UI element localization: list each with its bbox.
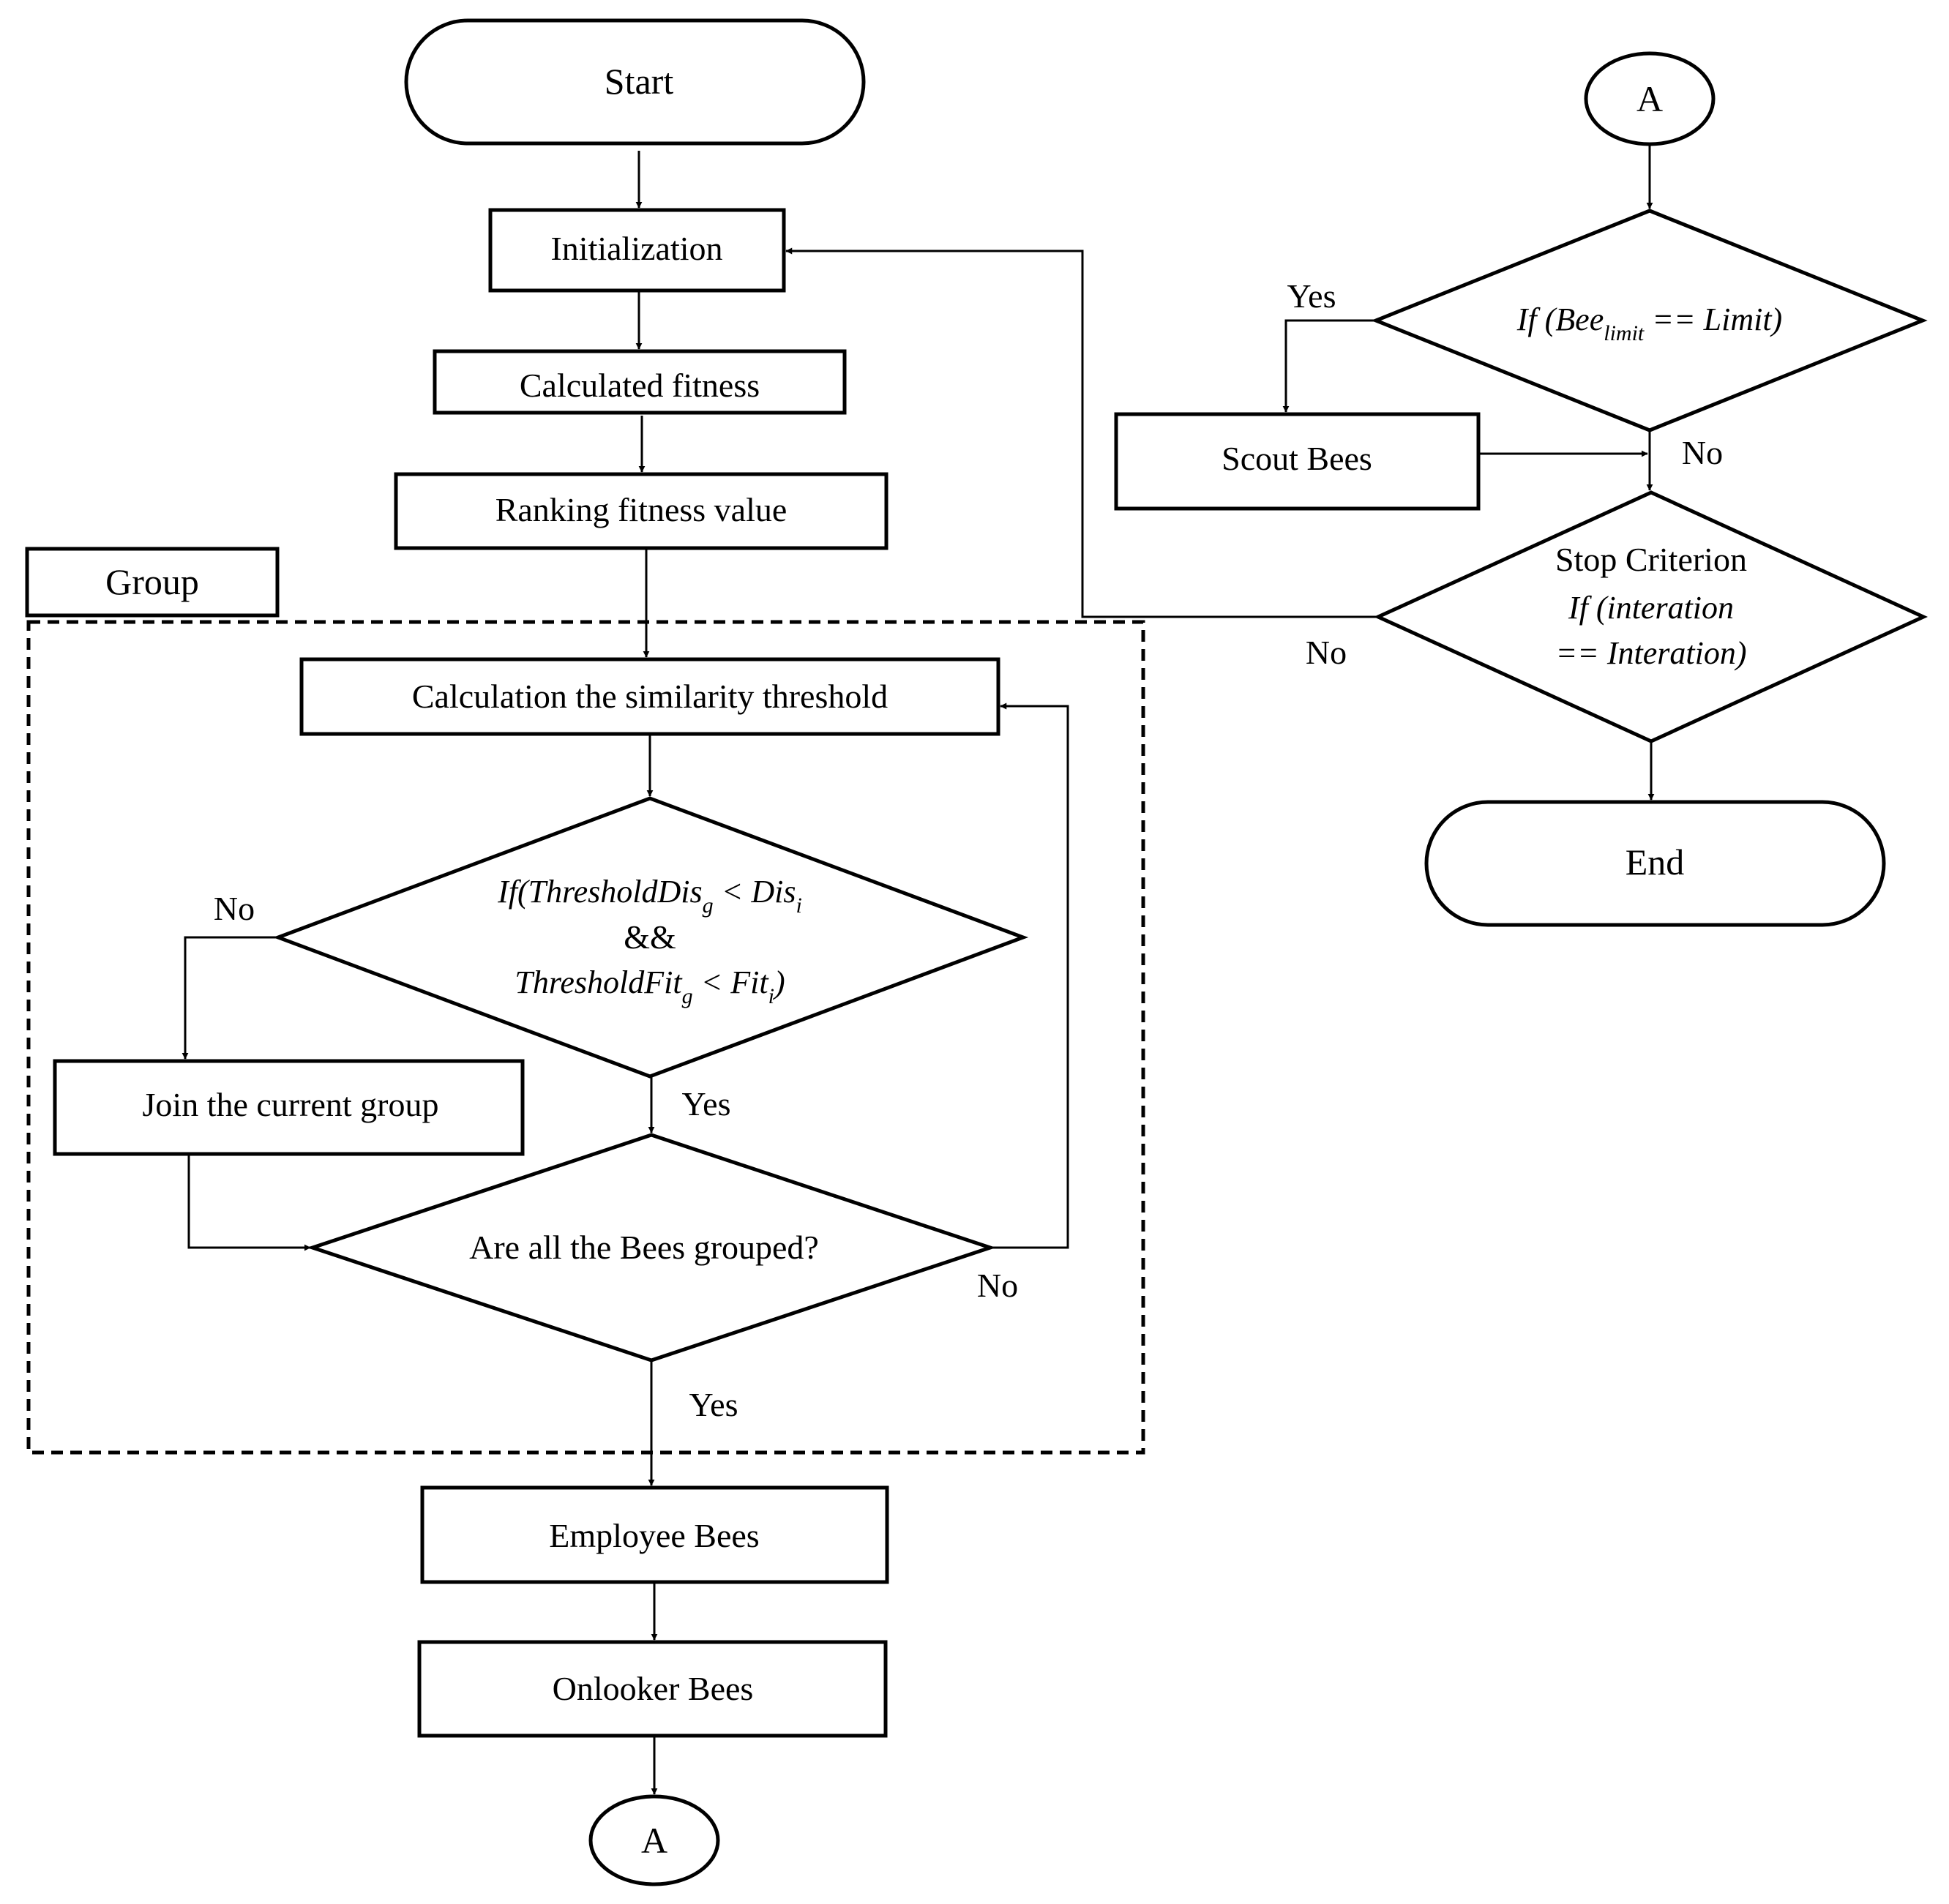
threshold-no-label: No <box>214 890 255 927</box>
similarity-threshold-label: Calculation the similarity threshold <box>412 678 888 715</box>
employee-bees-label: Employee Bees <box>549 1517 759 1554</box>
connector-a-top-label: A <box>1636 78 1663 119</box>
scout-bees-box: Scout Bees <box>1114 412 1481 511</box>
edge-grouped-no <box>990 702 1069 1249</box>
onlooker-bees-label: Onlooker Bees <box>553 1670 754 1707</box>
edge-join-to-grouped <box>187 1154 311 1251</box>
calculated-fitness-box: Calculated fitness <box>433 349 847 415</box>
end-label: End <box>1626 842 1685 882</box>
calculated-fitness-label: Calculated fitness <box>520 367 760 404</box>
stop-no-label: No <box>1306 634 1347 671</box>
edge-limit-yes <box>1282 319 1376 413</box>
join-group-label: Join the current group <box>143 1086 439 1123</box>
threshold-decision-line1: If(ThresholdDisg < Disi <box>497 874 802 918</box>
stop-criterion-line1: Stop Criterion <box>1555 541 1747 578</box>
limit-no-label: No <box>1682 434 1723 471</box>
threshold-yes-label: Yes <box>682 1085 731 1122</box>
grouped-no-label: No <box>977 1267 1018 1304</box>
threshold-decision-line2: && <box>624 918 676 956</box>
onlooker-bees-box: Onlooker Bees <box>417 1640 888 1738</box>
edge-stop-no <box>785 247 1378 618</box>
grouped-yes-label: Yes <box>689 1386 738 1423</box>
stop-criterion-line3: == Interation) <box>1555 635 1746 671</box>
limit-yes-label: Yes <box>1287 277 1336 315</box>
start-terminator: Start <box>404 18 866 146</box>
ranking-fitness-box: Ranking fitness value <box>394 472 889 550</box>
group-container <box>26 620 1145 1455</box>
scout-bees-label: Scout Bees <box>1222 440 1372 477</box>
stop-criterion-line2: If (interation <box>1568 590 1734 626</box>
employee-bees-box: Employee Bees <box>420 1485 889 1584</box>
limit-decision-label: If (Beelimit == Limit) <box>1516 301 1782 345</box>
all-grouped-decision: Are all the Bees grouped? <box>307 1133 996 1363</box>
start-label: Start <box>605 61 674 102</box>
threshold-decision-line3: ThresholdFitg < Fiti) <box>515 964 785 1008</box>
all-grouped-label: Are all the Bees grouped? <box>469 1229 819 1266</box>
join-group-box: Join the current group <box>53 1059 525 1156</box>
connector-a-bottom: A <box>588 1794 720 1886</box>
connector-a-top: A <box>1584 51 1716 146</box>
group-label-box: Group <box>25 547 280 618</box>
stop-criterion-decision: Stop Criterion If (interation == Interat… <box>1373 490 1929 743</box>
initialization-box: Initialization <box>488 208 786 293</box>
end-terminator: End <box>1424 800 1886 927</box>
group-label: Group <box>105 561 199 602</box>
similarity-threshold-box: Calculation the similarity threshold <box>299 657 1000 736</box>
limit-decision: If (Beelimit == Limit) <box>1371 209 1928 432</box>
threshold-decision: If(ThresholdDisg < Disi && ThresholdFitg… <box>272 796 1029 1079</box>
initialization-label: Initialization <box>550 230 722 267</box>
edge-threshold-no <box>182 936 278 1060</box>
ranking-fitness-label: Ranking fitness value <box>495 491 788 528</box>
connector-a-bottom-label: A <box>641 1820 667 1861</box>
